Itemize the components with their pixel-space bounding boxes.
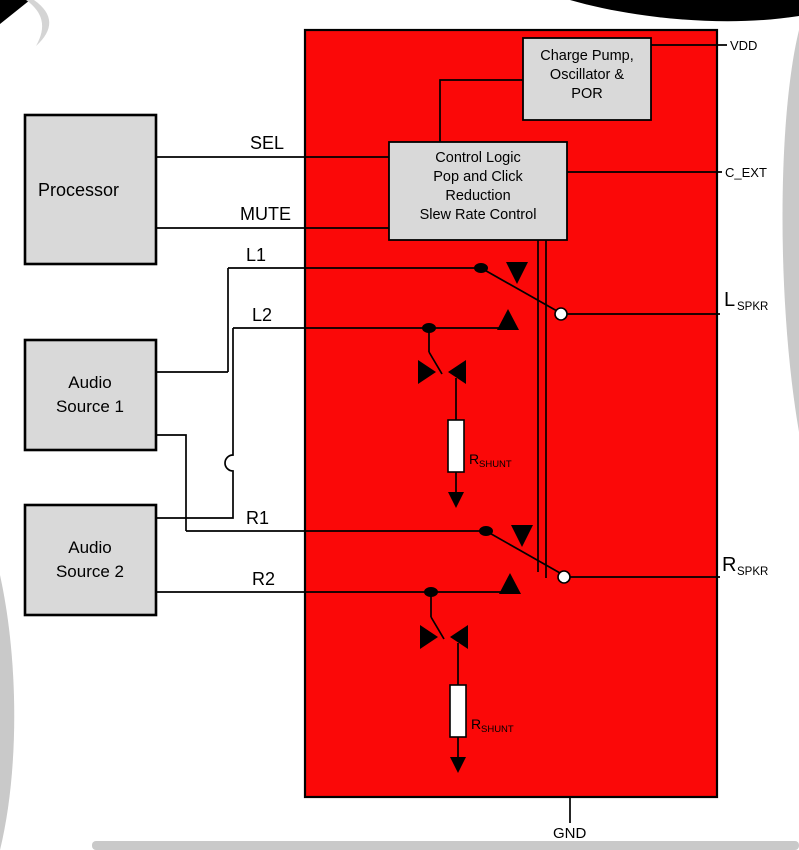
watermark-bottom-bar [92, 841, 799, 850]
audio-source-2-label-1: Audio [68, 538, 111, 557]
r-shunt-gate-left-icon [420, 625, 438, 649]
control-logic-block [388, 141, 568, 241]
audio-source-2-block [23, 503, 158, 617]
r-shunt-resistor [449, 684, 467, 738]
l-shunt-resistor [447, 419, 465, 473]
rspkr-pin-subscript: SPKR [737, 566, 768, 578]
audio-source-2-label-2: Source 2 [56, 562, 124, 581]
watermark-left-curve [0, 575, 15, 850]
r2-label: R2 [252, 569, 275, 589]
lspkr-pin-label: L [724, 289, 735, 311]
control-logic-label-1: Control Logic [435, 150, 520, 166]
control-logic-label-3: Reduction [445, 188, 510, 204]
l-rshunt-subscript: SHUNT [479, 459, 512, 470]
watermark-top-left-swirl [26, 0, 50, 46]
l-shunt-gate-left-icon [418, 360, 436, 384]
wires [156, 44, 727, 823]
sel-label: SEL [250, 133, 284, 153]
r1-arrow-triangle-icon [511, 525, 533, 547]
r-switch-pole [557, 570, 571, 584]
r-shunt-gate-right-icon [450, 625, 468, 649]
l-switch-pole [554, 307, 568, 321]
control-logic-label-4: Slew Rate Control [420, 207, 537, 223]
r-shunt-switch-blade [430, 616, 445, 640]
r-rshunt-label: R [471, 716, 481, 732]
charge-pump-label-2: Oscillator & [550, 67, 624, 83]
audio-source-1-label-1: Audio [68, 373, 111, 392]
l-switch-arm [480, 267, 558, 312]
cext-pin-label: C_EXT [725, 165, 767, 180]
watermark-top-right-band [570, 0, 799, 22]
gnd-pin-label: GND [553, 825, 587, 842]
processor-label: Processor [38, 180, 119, 200]
lspkr-pin-subscript: SPKR [737, 301, 768, 313]
charge-pump-block [522, 37, 652, 121]
audio1-r1-stub [156, 434, 187, 531]
l1-arrow-triangle-icon [506, 262, 528, 284]
r-channel-switch [420, 525, 571, 773]
l-ground-arrow-icon [448, 492, 464, 508]
l1-label: L1 [246, 245, 266, 265]
charge-pump-label-1: Charge Pump, [540, 48, 634, 64]
l2-label: L2 [252, 305, 272, 325]
l2-vertical-wire-with-hop [156, 328, 234, 519]
r-ground-arrow-icon [450, 757, 466, 773]
mute-label: MUTE [240, 204, 291, 224]
l2-arrow-triangle-icon [497, 309, 519, 330]
r2-arrow-triangle-icon [499, 573, 521, 594]
l1-junction-dot [474, 263, 488, 273]
charge-pump-label-3: POR [571, 86, 602, 102]
control-to-chargepump-wire [439, 79, 523, 142]
control-logic-label-2: Pop and Click [433, 169, 523, 185]
rspkr-pin-label: R [722, 554, 736, 576]
r-switch-arm [485, 530, 561, 574]
l-rshunt-label: R [469, 451, 479, 467]
watermark-right-curve [782, 30, 799, 432]
l-shunt-gate-right-icon [448, 360, 466, 384]
r1-label: R1 [246, 508, 269, 528]
l-shunt-switch-blade [428, 351, 443, 375]
watermark-corner-triangle [0, 0, 30, 24]
r-rshunt-subscript: SHUNT [481, 724, 514, 735]
l-channel-switch [418, 262, 568, 508]
vdd-pin-label: VDD [730, 38, 757, 53]
processor-block [23, 113, 158, 266]
r1-junction-dot [479, 526, 493, 536]
audio-source-1-label-2: Source 1 [56, 397, 124, 416]
audio-source-1-block [23, 338, 158, 452]
